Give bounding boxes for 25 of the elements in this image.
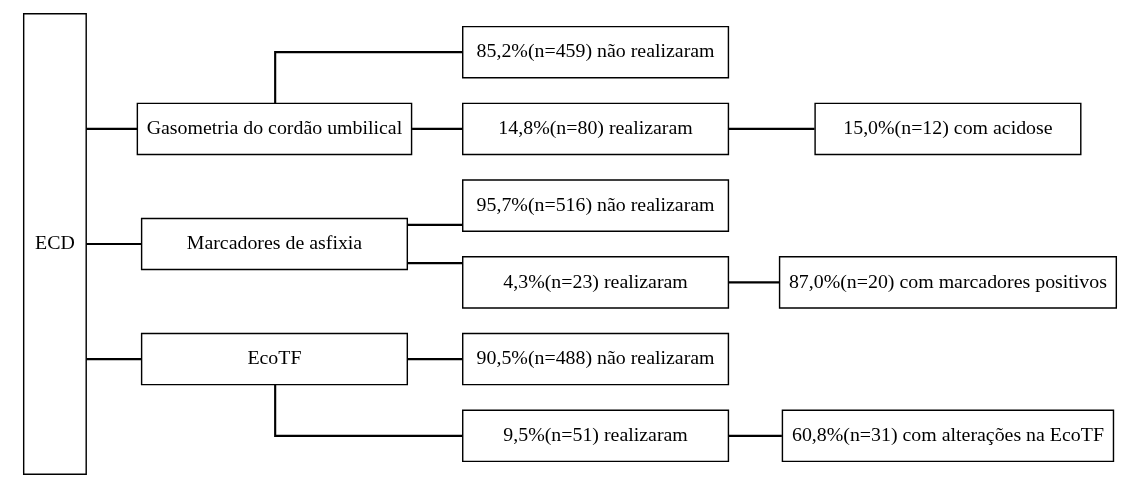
node-box: Gasometria do cordão umbilical bbox=[136, 102, 413, 156]
connector bbox=[407, 223, 463, 226]
node-box: 14,8%(n=80) realizaram bbox=[462, 102, 730, 156]
connector bbox=[728, 127, 815, 130]
node-box: 15,0%(n=12) com acidose bbox=[814, 102, 1082, 156]
connector bbox=[274, 51, 463, 103]
connector bbox=[407, 262, 463, 265]
node-box: 4,3%(n=23) realizaram bbox=[462, 256, 730, 309]
connector bbox=[86, 358, 142, 361]
connector bbox=[274, 385, 463, 437]
connector bbox=[86, 242, 142, 246]
connector bbox=[728, 434, 782, 437]
node-box: Marcadores de asfixia bbox=[140, 217, 408, 271]
node-box: ECD bbox=[22, 13, 87, 475]
node-box: 60,8%(n=31) com alterações na EcoTF bbox=[781, 409, 1115, 463]
node-box: 85,2%(n=459) não realizaram bbox=[462, 25, 730, 79]
connector bbox=[728, 281, 780, 284]
connector bbox=[407, 358, 463, 361]
node-box: 95,7%(n=516) não realizaram bbox=[462, 179, 730, 232]
connector bbox=[412, 127, 463, 130]
connector bbox=[86, 127, 138, 130]
node-box: 87,0%(n=20) com marcadores positivos bbox=[778, 256, 1118, 309]
node-box: 90,5%(n=488) não realizaram bbox=[462, 332, 730, 386]
node-box: 9,5%(n=51) realizaram bbox=[462, 409, 730, 463]
node-box: EcoTF bbox=[140, 332, 408, 386]
